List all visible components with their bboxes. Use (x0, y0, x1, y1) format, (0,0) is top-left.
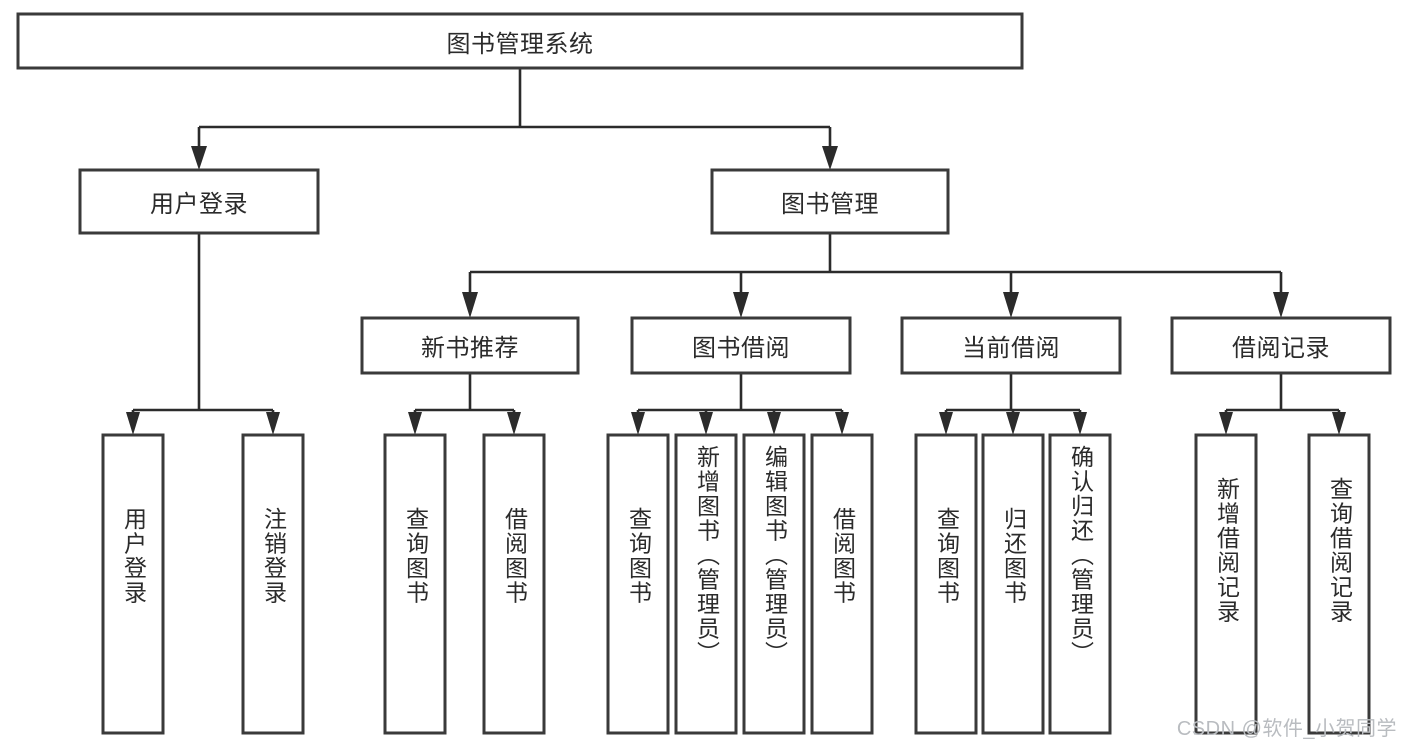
node-box-book-manage[interactable] (710, 168, 950, 235)
arrow-head-book-borrow (733, 292, 749, 318)
node-box-leaf-borrow-book-b[interactable] (810, 433, 874, 735)
arrow-head-leaf-add-record (1219, 412, 1233, 435)
arrow-head-leaf-add-book (699, 412, 713, 435)
connector-group-current-borrow (939, 373, 1087, 435)
connector-group-user-login (126, 233, 280, 435)
node-box-leaf-user-login[interactable] (101, 433, 165, 735)
arrow-head-leaf-confirm-return (1073, 412, 1087, 435)
node-box-leaf-user-logout[interactable] (241, 433, 305, 735)
arrow-head-borrow-record (1273, 292, 1289, 318)
node-box-user-login[interactable] (78, 168, 320, 235)
arrow-head-leaf-query-book-rec (408, 412, 422, 435)
node-box-leaf-edit-book[interactable] (742, 433, 806, 735)
node-box-leaf-return-book[interactable] (981, 433, 1045, 735)
arrow-head-user-login (191, 146, 207, 170)
node-box-leaf-borrow-book-rec[interactable] (482, 433, 546, 735)
node-box-leaf-query-book-c[interactable] (914, 433, 978, 735)
node-box-leaf-query-book-rec[interactable] (383, 433, 447, 735)
connector-group-book-borrow (631, 373, 849, 435)
arrow-head-book-manage (822, 146, 838, 170)
arrow-head-current-borrow (1003, 292, 1019, 318)
arrow-head-leaf-query-book-b (631, 412, 645, 435)
connector-group-book-manage (462, 233, 1289, 318)
node-box-current-borrow[interactable] (900, 316, 1122, 375)
arrow-head-leaf-borrow-book-rec (507, 412, 521, 435)
node-box-leaf-add-record[interactable] (1194, 433, 1258, 735)
connector-group-new-book-rec (408, 373, 521, 435)
node-box-root[interactable] (16, 12, 1024, 70)
arrow-head-leaf-return-book (1006, 412, 1020, 435)
node-box-leaf-query-book-b[interactable] (606, 433, 670, 735)
arrow-head-new-book-rec (462, 292, 478, 318)
arrow-head-leaf-query-record (1332, 412, 1346, 435)
node-box-leaf-confirm-return[interactable] (1048, 433, 1112, 735)
arrow-head-leaf-user-logout (266, 412, 280, 435)
node-box-borrow-record[interactable] (1170, 316, 1392, 375)
node-box-book-borrow[interactable] (630, 316, 852, 375)
arrow-head-leaf-query-book-c (939, 412, 953, 435)
node-box-leaf-query-record[interactable] (1307, 433, 1371, 735)
arrow-head-leaf-borrow-book-b (835, 412, 849, 435)
connector-group-root (191, 68, 838, 170)
node-box-new-book-rec[interactable] (360, 316, 580, 375)
node-box-leaf-add-book[interactable] (674, 433, 738, 735)
connector-group-borrow-record (1219, 373, 1346, 435)
arrow-head-leaf-user-login (126, 412, 140, 435)
arrow-head-leaf-edit-book (767, 412, 781, 435)
